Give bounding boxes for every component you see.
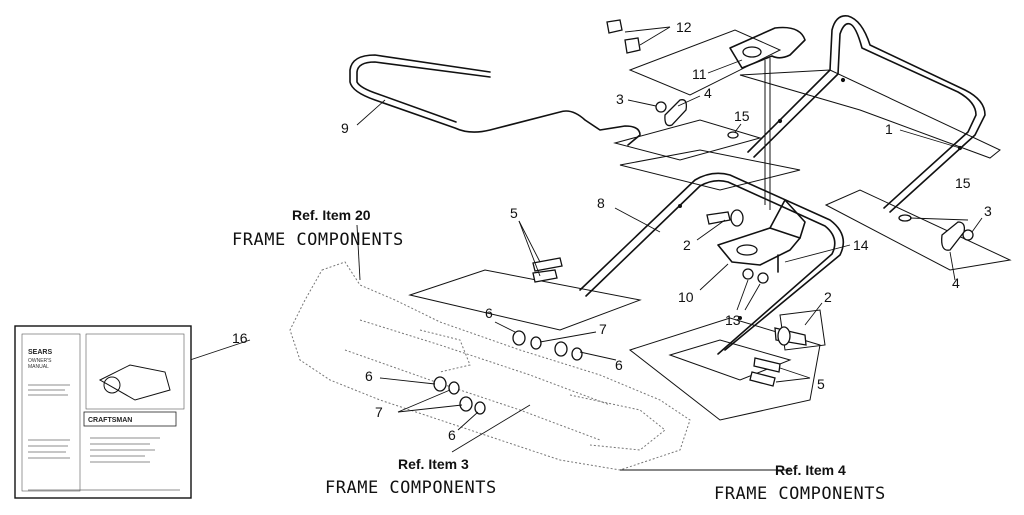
callout-numbers: 12 11 3 4 15 1 9 8 15 3 5 2 14 4 10 2 16…	[232, 19, 992, 443]
callout-10: 10	[678, 289, 694, 305]
assembly-planes	[408, 29, 1012, 421]
ref-item-4-caption: FRAME COMPONENTS	[714, 484, 886, 504]
callout-1: 1	[885, 121, 893, 137]
reference-labels: Ref. Item 20 FRAME COMPONENTS Ref. Item …	[232, 207, 886, 504]
callout-8: 8	[597, 195, 605, 211]
upper-handle	[747, 14, 986, 213]
callout-6-bottom: 6	[448, 427, 456, 443]
ref-item-3: Ref. Item 3	[398, 456, 469, 472]
callout-5-top: 5	[510, 205, 518, 221]
callout-5-bottom: 5	[817, 376, 825, 392]
callout-6-upper-right: 6	[615, 357, 623, 373]
callout-6-lower-left: 6	[365, 368, 373, 384]
owners-manual: SEARS OWNER'S MANUAL CRAFTSMAN	[14, 325, 192, 499]
callout-9: 9	[341, 120, 349, 136]
leader-lines	[189, 26, 983, 471]
manual-sears-text: SEARS	[28, 349, 52, 356]
manual-brand-text: CRAFTSMAN	[88, 417, 132, 424]
ref-item-3-caption: FRAME COMPONENTS	[325, 478, 497, 498]
ref-item-20-caption: FRAME COMPONENTS	[232, 230, 404, 250]
handle-bracket	[729, 26, 806, 210]
manual-manual-text: MANUAL	[28, 364, 49, 370]
callout-13: 13	[725, 312, 741, 328]
callout-3-right: 3	[984, 203, 992, 219]
frame-components-background	[289, 261, 691, 471]
ref-item-4: Ref. Item 4	[775, 462, 846, 478]
callout-3-left: 3	[616, 91, 624, 107]
callout-7-lower: 7	[375, 404, 383, 420]
callout-4-right: 4	[952, 275, 960, 291]
callout-15-left: 15	[734, 108, 750, 124]
callout-6-upper-left: 6	[485, 305, 493, 321]
callout-4-left: 4	[704, 85, 712, 101]
callout-7-upper: 7	[599, 321, 607, 337]
callout-2-top: 2	[683, 237, 691, 253]
callout-11: 11	[692, 66, 707, 82]
lower-handle	[579, 172, 845, 355]
ref-item-20: Ref. Item 20	[292, 207, 371, 223]
manual-owners-text: OWNER'S	[28, 358, 52, 364]
bail-rod	[349, 54, 641, 146]
callout-16: 16	[232, 330, 248, 346]
callout-14: 14	[853, 237, 869, 253]
callout-2-bottom: 2	[824, 289, 832, 305]
mounting-plate	[717, 199, 806, 266]
callout-15-right: 15	[955, 175, 971, 191]
hardware-parts	[433, 19, 974, 415]
callout-12: 12	[676, 19, 692, 35]
